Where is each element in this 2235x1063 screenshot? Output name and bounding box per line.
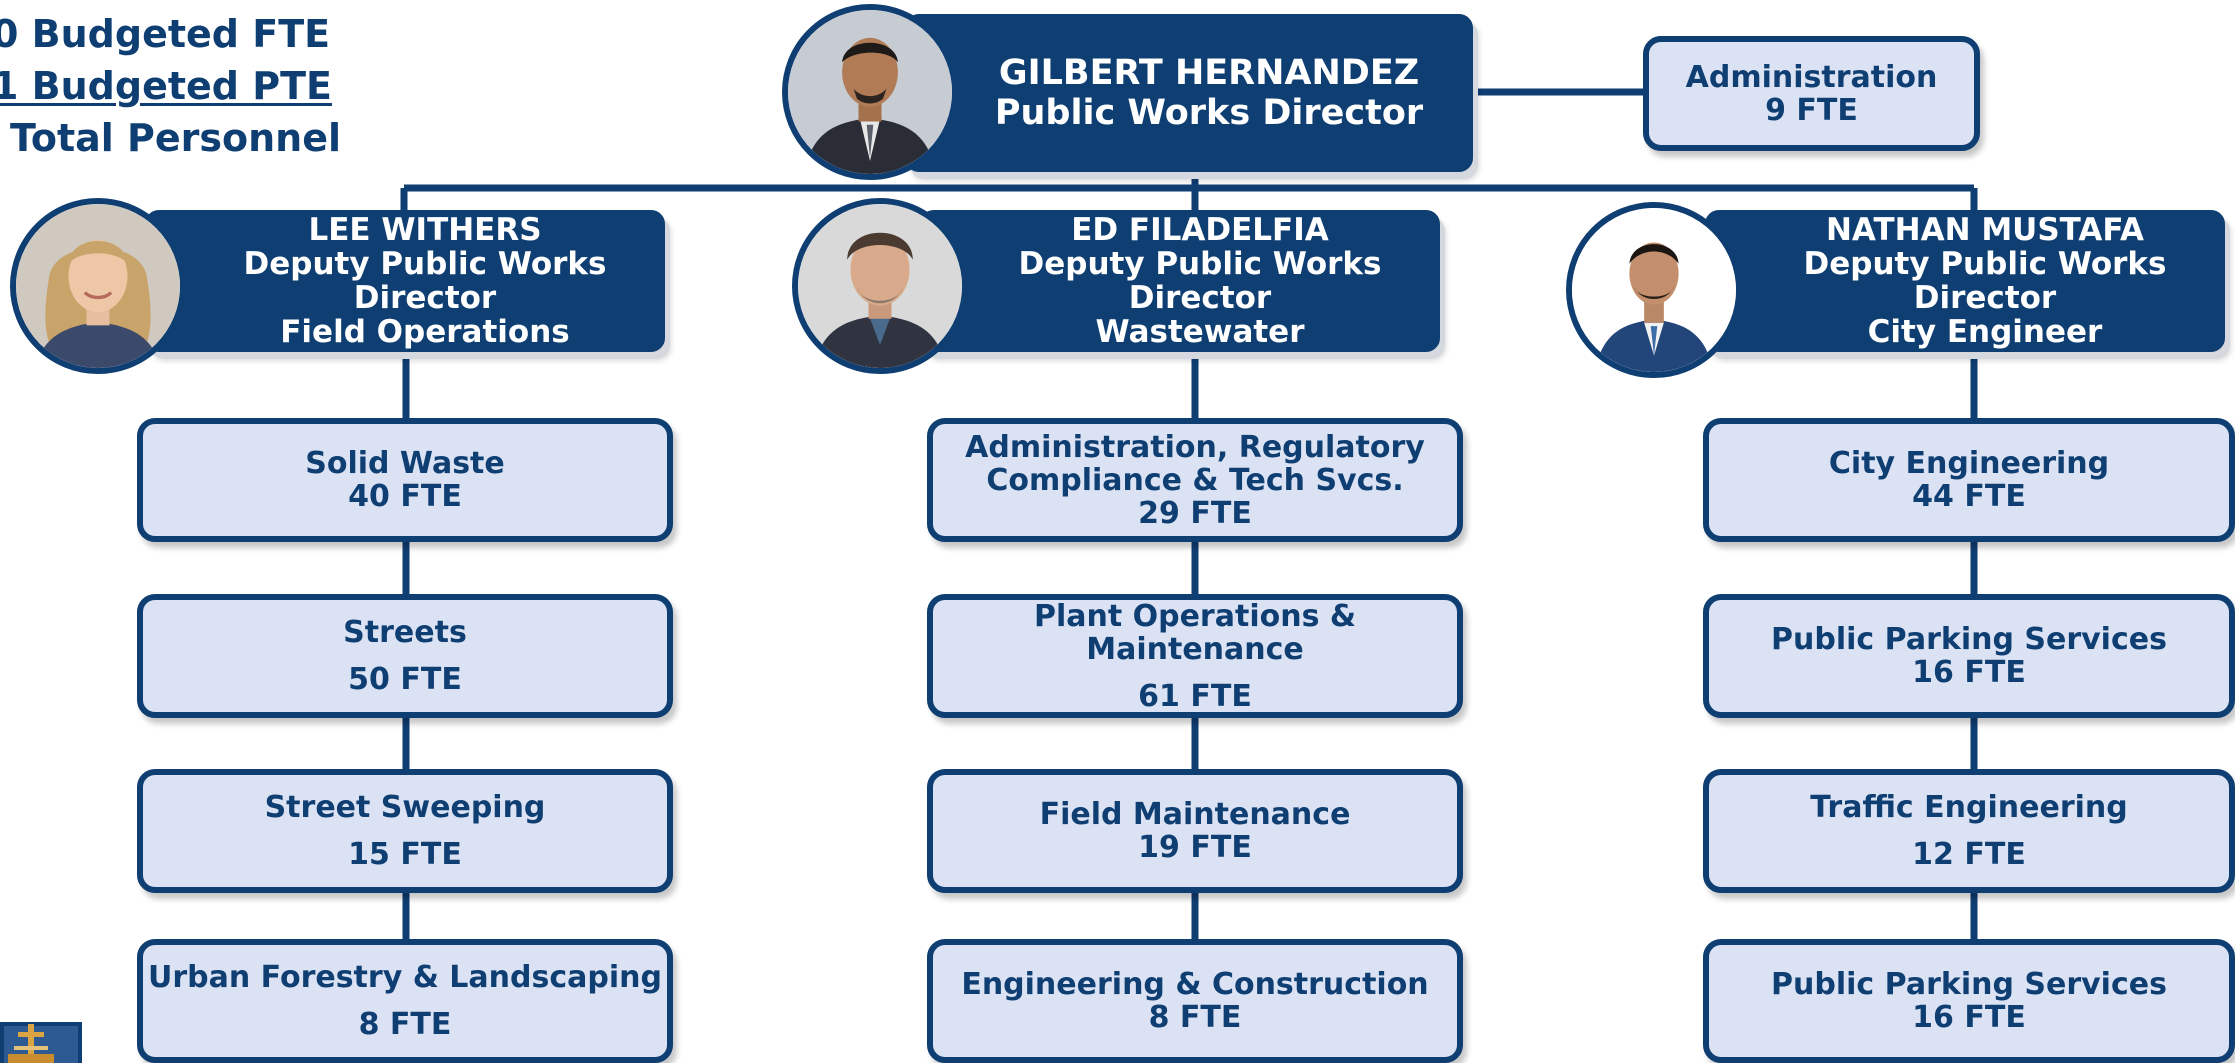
- unit-public-parking-services-2: Public Parking Services 16 FTE: [1703, 939, 2235, 1063]
- unit-fte: 19 FTE: [1138, 830, 1252, 865]
- unit-label: City Engineering: [1828, 446, 2110, 481]
- administration-label: Administration: [1685, 59, 1938, 95]
- administration-box: Administration 9 FTE: [1643, 36, 1980, 151]
- unit-label: Plant Operations & Maintenance: [1033, 598, 1357, 667]
- administration-fte: 9 FTE: [1765, 92, 1858, 128]
- unit-label: Traffic Engineering: [1810, 790, 2128, 825]
- deputy-name: ED FILADELFIA: [1071, 212, 1329, 248]
- person-photo-icon: [16, 204, 180, 368]
- unit-fte: 12 FTE: [1912, 837, 2026, 872]
- unit-fte: 40 FTE: [348, 479, 462, 514]
- person-photo-icon: [798, 204, 962, 368]
- deputy-header-city-engineer: NATHAN MUSTAFA Deputy Public Works Direc…: [1705, 210, 2225, 352]
- unit-urban-forestry: Urban Forestry & Landscaping 8 FTE: [137, 939, 673, 1063]
- unit-engineering-construction: Engineering & Construction 8 FTE: [927, 939, 1463, 1063]
- budgeted-pte-line: 1 Budgeted PTE: [0, 64, 332, 108]
- unit-fte: 8 FTE: [1148, 1000, 1242, 1035]
- deputy-header-wastewater: ED FILADELFIA Deputy Public Works Direct…: [920, 210, 1440, 352]
- unit-label: Solid Waste: [305, 446, 505, 481]
- deputy-area: City Engineer: [1867, 314, 2103, 350]
- director-name: GILBERT HERNANDEZ: [998, 53, 1420, 93]
- unit-fte: 16 FTE: [1912, 1000, 2026, 1035]
- unit-label-line2: Compliance & Tech Svcs.: [986, 462, 1404, 498]
- unit-streets: Streets 50 FTE: [137, 594, 673, 718]
- city-seal-icon: [0, 1022, 82, 1063]
- unit-field-maintenance: Field Maintenance 19 FTE: [927, 769, 1463, 893]
- person-photo-icon: [1572, 208, 1736, 372]
- unit-fte: 8 FTE: [358, 1007, 452, 1042]
- deputy-name: LEE WITHERS: [308, 212, 542, 248]
- unit-fte: 50 FTE: [348, 662, 462, 697]
- unit-admin-regulatory: Administration, Regulatory Compliance & …: [927, 418, 1463, 542]
- unit-public-parking-services: Public Parking Services 16 FTE: [1703, 594, 2235, 718]
- deputy-title: Deputy Public Works Director: [243, 246, 607, 316]
- unit-fte: 15 FTE: [348, 837, 462, 872]
- unit-label: Public Parking Services: [1771, 622, 2167, 657]
- unit-solid-waste: Solid Waste 40 FTE: [137, 418, 673, 542]
- unit-city-engineering: City Engineering 44 FTE: [1703, 418, 2235, 542]
- director-header: GILBERT HERNANDEZ Public Works Director: [905, 14, 1473, 172]
- unit-fte: 29 FTE: [1138, 495, 1252, 531]
- director-photo: [782, 4, 958, 180]
- unit-label: Engineering & Construction: [961, 967, 1429, 1002]
- unit-label: Field Maintenance: [1039, 797, 1351, 832]
- personnel-summary: 0 Budgeted FTE 1 Budgeted PTE Total Pers…: [0, 8, 341, 164]
- unit-fte: 16 FTE: [1912, 655, 2026, 690]
- budgeted-fte-line: 0 Budgeted FTE: [0, 12, 331, 56]
- unit-label: Public Parking Services: [1771, 967, 2167, 1002]
- deputy-title: Deputy Public Works Director: [1018, 246, 1382, 316]
- deputy-header-field-operations: LEE WITHERS Deputy Public Works Director…: [145, 210, 665, 352]
- deputy-title: Deputy Public Works Director: [1803, 246, 2167, 316]
- unit-plant-operations: Plant Operations & Maintenance 61 FTE: [927, 594, 1463, 718]
- person-photo-icon: [788, 10, 952, 174]
- deputy-area: Field Operations: [280, 314, 570, 350]
- deputy-area: Wastewater: [1095, 314, 1305, 350]
- director-title: Public Works Director: [994, 93, 1424, 133]
- unit-street-sweeping: Street Sweeping 15 FTE: [137, 769, 673, 893]
- unit-label: Urban Forestry & Landscaping: [148, 960, 662, 995]
- unit-traffic-engineering: Traffic Engineering 12 FTE: [1703, 769, 2235, 893]
- unit-label: Streets: [343, 615, 467, 650]
- unit-label: Administration, Regulatory: [965, 429, 1425, 465]
- unit-label: Street Sweeping: [264, 790, 546, 825]
- total-personnel-line: Total Personnel: [10, 116, 342, 160]
- deputy-photo-city-engineer: [1566, 202, 1742, 378]
- deputy-photo-wastewater: [792, 198, 968, 374]
- deputy-photo-field-operations: [10, 198, 186, 374]
- deputy-name: NATHAN MUSTAFA: [1825, 212, 2145, 248]
- unit-fte: 44 FTE: [1912, 479, 2026, 514]
- unit-fte: 61 FTE: [1138, 678, 1252, 714]
